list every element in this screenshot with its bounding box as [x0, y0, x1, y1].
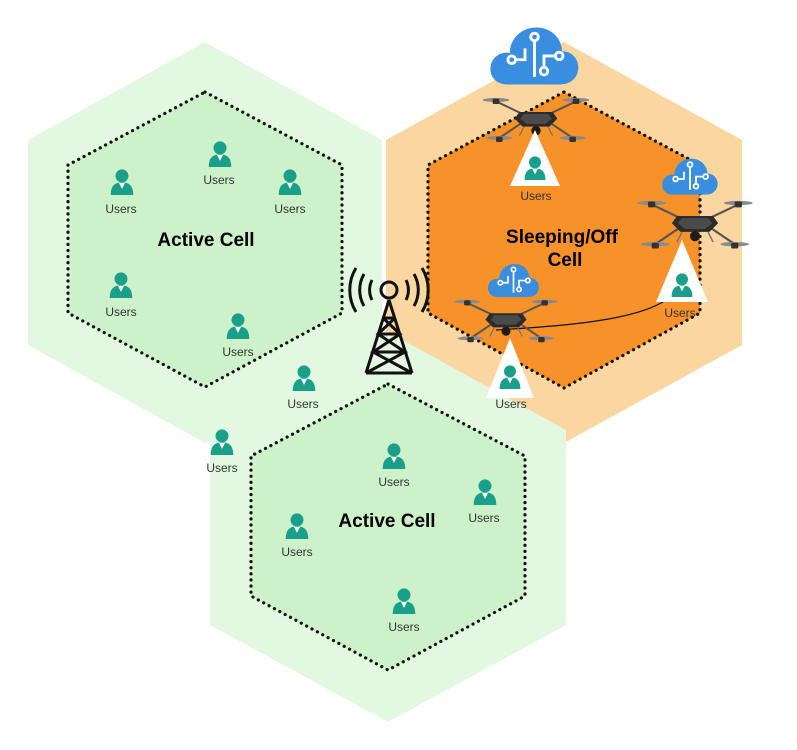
user-group: Users [105, 272, 137, 319]
cell-tower-icon [348, 267, 430, 375]
user-label: Users [520, 189, 551, 203]
user-group: Users [520, 156, 552, 203]
user-group: Users [468, 479, 500, 525]
user-group: Users [206, 429, 238, 475]
user-label: Users [664, 306, 695, 320]
user-label: Users [287, 397, 318, 411]
user-label: Users [206, 461, 237, 475]
active-cell-top-label: Active Cell [157, 230, 254, 251]
user-label: Users [468, 511, 499, 525]
active-cell-bottom-boundary [249, 382, 527, 672]
user-group: Users [664, 273, 696, 320]
user-label: Users [281, 545, 312, 559]
user-group: Users [378, 443, 410, 489]
cloud-network-icon [488, 25, 580, 86]
user-label: Users [105, 305, 136, 319]
user-label: Users [495, 397, 526, 411]
user-group: Users [287, 365, 319, 411]
beam-cone [656, 240, 708, 302]
user-label: Users [222, 345, 253, 359]
user-group: Users [388, 588, 420, 634]
user-group: Users [281, 513, 313, 559]
sleeping-cell-label-line2: Cell [548, 250, 583, 271]
user-group: Users [274, 169, 306, 216]
active-cell-bottom-label: Active Cell [338, 511, 435, 532]
user-label: Users [105, 202, 136, 216]
user-group: Users [203, 141, 235, 187]
user-group: Users [222, 313, 254, 359]
user-label: Users [388, 620, 419, 634]
sleeping-cell-label-line1: Sleeping/Off [506, 227, 619, 248]
user-label: Users [274, 202, 305, 216]
user-group: Users [495, 365, 527, 411]
user-group: Users [105, 169, 137, 216]
active-cell-top-boundary [66, 90, 344, 389]
user-label: Users [378, 475, 409, 489]
user-label: Users [203, 173, 234, 187]
